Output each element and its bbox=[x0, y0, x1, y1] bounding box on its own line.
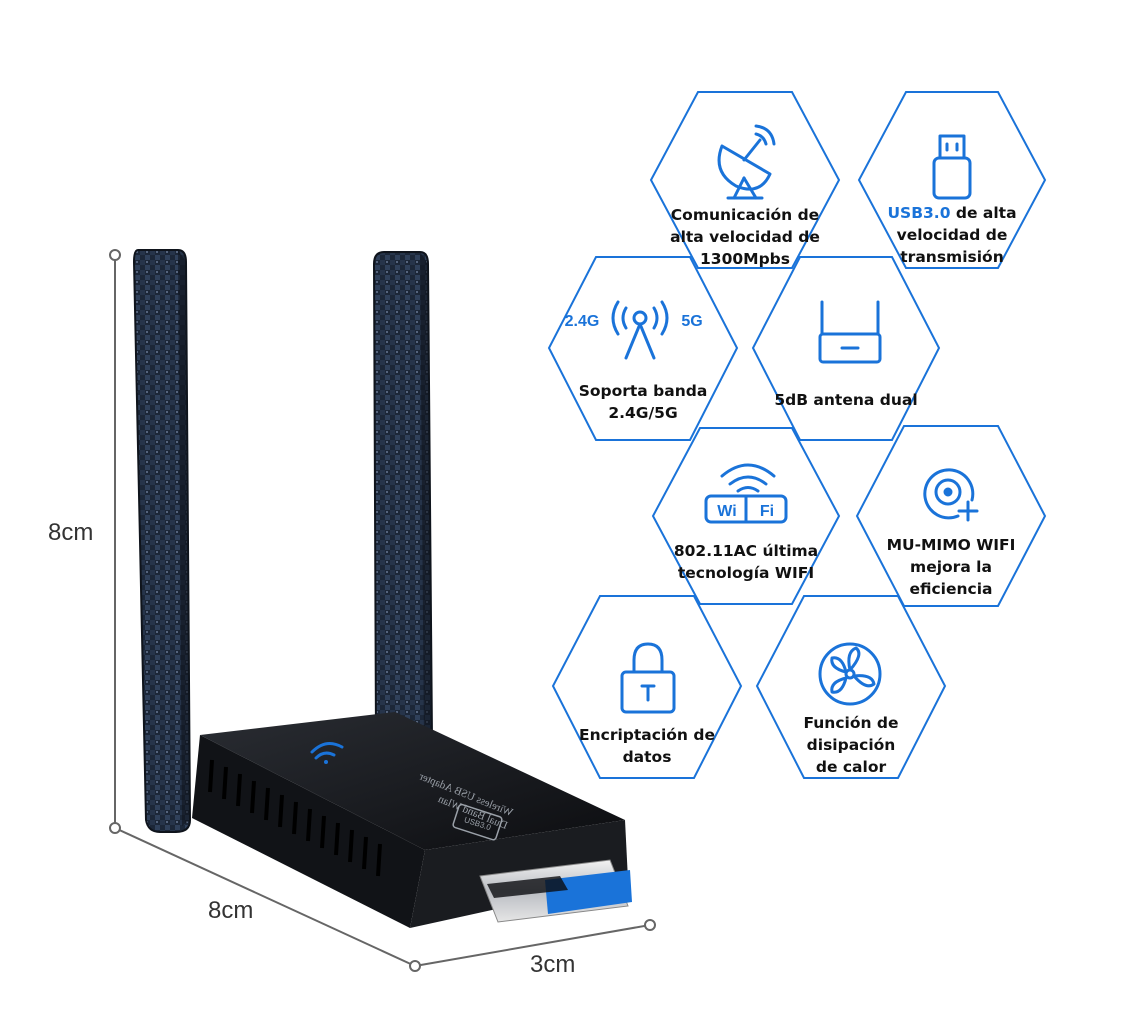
feature-encryption-text: Encriptación de datos bbox=[579, 726, 715, 766]
left-antenna bbox=[132, 249, 192, 833]
feature-cooling-text: Función de disipación de calor bbox=[803, 714, 899, 776]
feature-antenna-text: 5dB antena dual bbox=[774, 391, 918, 409]
hex-feature-cooling bbox=[755, 595, 947, 779]
dimension-length-label: 8cm bbox=[208, 897, 253, 924]
satellite-dish-icon bbox=[717, 124, 776, 200]
hex-feature-mu-mimo bbox=[855, 425, 1047, 607]
dimension-height-label: 8cm bbox=[48, 519, 93, 546]
usb-wifi-adapter: Dual Band Wlan Wireless USB Adapter USB3… bbox=[132, 249, 632, 928]
dimension-lines bbox=[109, 249, 656, 972]
fan-icon bbox=[818, 642, 882, 706]
lock-icon bbox=[620, 642, 676, 714]
hex-feature-usb bbox=[857, 91, 1047, 269]
wifi-badge-right: Fi bbox=[760, 503, 774, 520]
band-left-label: 2.4G bbox=[565, 313, 600, 330]
wifi-icon bbox=[704, 463, 788, 524]
feature-wifi-text: 802.11AC última tecnología WIFI bbox=[673, 542, 819, 582]
router-antenna-icon bbox=[818, 300, 882, 364]
wifi-badge-left: Wi bbox=[717, 503, 736, 520]
usb-accent-label: USB3.0 bbox=[887, 204, 951, 222]
mu-mimo-signal-icon bbox=[923, 468, 979, 522]
feature-usb-text: USB3.0 de alta velocidad de transmisión bbox=[887, 204, 1017, 266]
usb-stick-icon bbox=[932, 134, 972, 200]
feature-speed-text: Comunicación de alta velocidad de 1300Mp… bbox=[670, 206, 820, 268]
dual-band-antenna-icon bbox=[611, 300, 669, 360]
feature-mu-mimo-text: MU-MIMO WIFI mejora la eficiencia bbox=[886, 536, 1016, 598]
device-wifi-logo bbox=[310, 741, 344, 764]
dimension-width-label: 3cm bbox=[530, 951, 575, 978]
band-right-label: 5G bbox=[681, 313, 702, 330]
hex-feature-dual-band bbox=[547, 256, 739, 441]
feature-dual-band-text: Soporta banda 2.4G/5G bbox=[578, 382, 708, 422]
